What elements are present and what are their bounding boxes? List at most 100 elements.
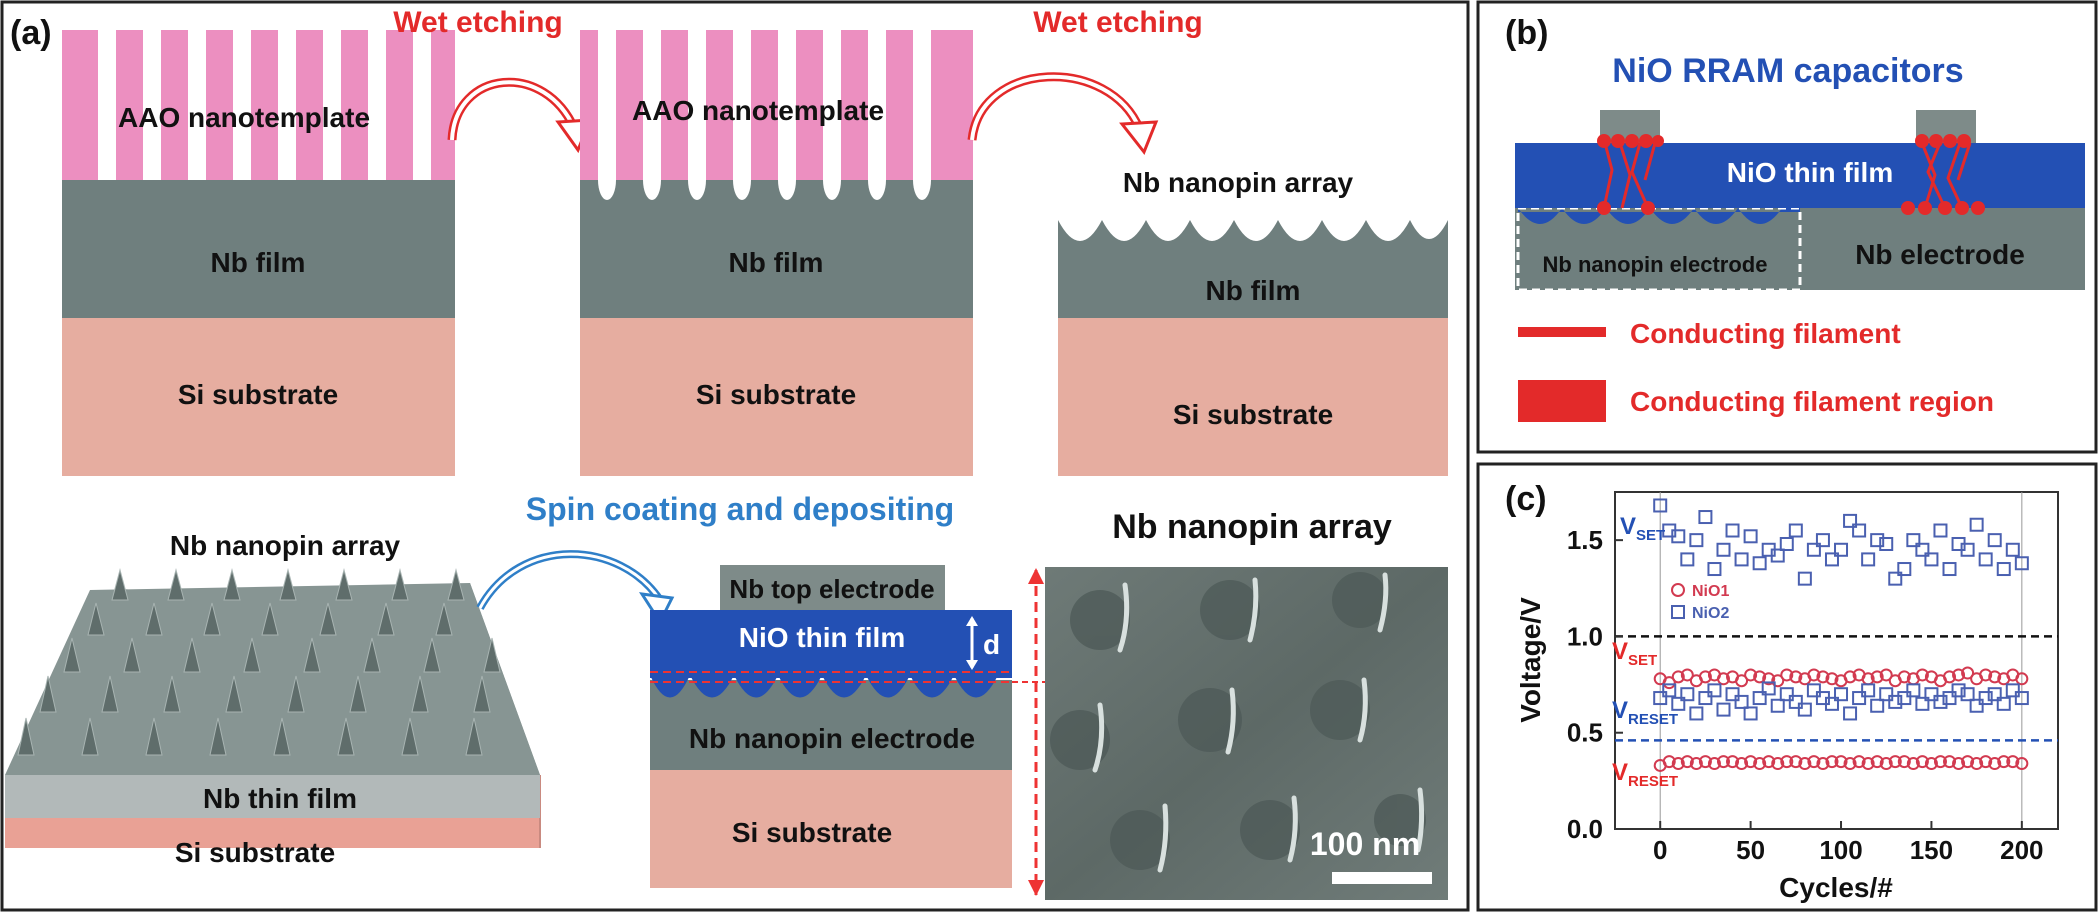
panel-b-tag: (b) — [1505, 14, 1548, 52]
data-point-nio2 — [1969, 698, 1984, 713]
data-point-nio1 — [1807, 755, 1821, 769]
data-point-nio2 — [1843, 513, 1858, 528]
step1-template-label: AAO nanotemplate — [118, 102, 370, 133]
data-point-nio2 — [1698, 691, 1713, 706]
etched-pores — [598, 30, 931, 200]
data-point-nio1 — [1897, 755, 1911, 769]
data-point-nio1 — [1735, 674, 1749, 688]
data-point-nio2 — [1689, 706, 1704, 721]
data-point-nio2 — [1888, 694, 1903, 709]
data-point-nio1 — [1943, 670, 1957, 684]
panel-c-tag: (c) — [1505, 480, 1547, 518]
data-point-nio1 — [1753, 670, 1767, 684]
data-point-nio2 — [1824, 552, 1839, 567]
data-point-nio2 — [1987, 533, 2002, 548]
data-point-nio2 — [1770, 698, 1785, 713]
y-tick-label: 0.0 — [1567, 814, 1603, 844]
data-point-nio2 — [1933, 523, 1948, 538]
legend-nio1-marker — [1671, 583, 1685, 597]
data-point-nio2 — [1797, 702, 1812, 717]
data-point-nio2 — [1906, 533, 1921, 548]
sem-title: Nb nanopin array — [1112, 508, 1392, 546]
data-point-nio2 — [1996, 696, 2011, 711]
y-ticks: 0.00.51.01.5 — [1567, 525, 1623, 844]
data-point-nio2 — [1707, 562, 1722, 577]
device-nio-label: NiO thin film — [739, 622, 905, 653]
panel-b-nio-label: NiO thin film — [1727, 157, 1893, 188]
data-point-nio2 — [1779, 687, 1794, 702]
data-point-nio1 — [1771, 674, 1785, 688]
data-point-nio1 — [1961, 666, 1975, 680]
data-point-nio2 — [1770, 548, 1785, 563]
step3-title: Nb nanopin array — [1123, 167, 1354, 198]
data-point-nio2 — [1698, 510, 1713, 525]
legend-nio1-text: NiO1 — [1692, 583, 1729, 600]
panel-b-legend: Conducting filament Conducting filament … — [1518, 318, 1994, 422]
data-point-nio1 — [1671, 757, 1685, 771]
step1-film-label: Nb film — [211, 247, 306, 278]
data-point-nio2 — [1924, 552, 1939, 567]
data-point-nio1 — [1879, 668, 1893, 682]
arrow-1: Wet etching — [393, 6, 593, 154]
device-top-electrode — [720, 565, 945, 610]
panel-c-frame — [1476, 462, 2098, 912]
data-point-nio2 — [1951, 683, 1966, 698]
data-point-nio1 — [1744, 668, 1758, 682]
data-point-nio2 — [1761, 681, 1776, 696]
data-point-nio2 — [1861, 552, 1876, 567]
data-point-nio1 — [1780, 755, 1794, 769]
data-point-nio2 — [1933, 694, 1948, 709]
data-point-nio1 — [1843, 670, 1857, 684]
x-tick-label: 150 — [1910, 835, 1953, 865]
data-point-nio2 — [1662, 683, 1677, 698]
data-point-nio2 — [1834, 542, 1849, 557]
data-points — [1653, 498, 2029, 772]
data-point-nio1 — [1789, 670, 1803, 684]
vset-blue-label: VSET — [1620, 513, 1665, 544]
sem-image: Nb nanopin array 100 nm — [1045, 508, 1448, 900]
x-tick-label: 200 — [2000, 835, 2043, 865]
step1-stack: AAO nanotemplate Nb film Si substrate — [62, 30, 455, 476]
data-point-nio1 — [1834, 755, 1848, 769]
data-point-nio1 — [1870, 755, 1884, 769]
data-point-nio1 — [1689, 757, 1703, 771]
data-point-nio2 — [1978, 691, 1993, 706]
data-point-nio1 — [1906, 757, 1920, 771]
data-point-nio1 — [1933, 755, 1947, 769]
data-point-nio1 — [1735, 757, 1749, 771]
data-point-nio1 — [1961, 755, 1975, 769]
data-point-nio1 — [1897, 670, 1911, 684]
si-substrate-layer — [62, 318, 455, 476]
data-point-nio2 — [1879, 536, 1894, 551]
vreset-red-label: VRESET — [1612, 759, 1678, 790]
panel-b-title: NiO RRAM capacitors — [1612, 52, 1963, 90]
iso-film-label: Nb thin film — [203, 783, 357, 814]
data-point-nio1 — [1879, 757, 1893, 771]
data-point-nio2 — [1716, 702, 1731, 717]
data-point-nio1 — [1924, 757, 1938, 771]
data-point-nio1 — [1707, 757, 1721, 771]
data-point-nio2 — [1653, 498, 1668, 513]
data-point-nio2 — [1996, 562, 2011, 577]
step3-film-label: Nb film — [1206, 275, 1301, 306]
data-point-nio2 — [1897, 562, 1912, 577]
data-point-nio1 — [1952, 757, 1966, 771]
rram-diagram: NiO thin film Nb nanopin electrode Nb el… — [1515, 110, 2085, 292]
data-point-nio2 — [1725, 687, 1740, 702]
data-point-nio2 — [1743, 529, 1758, 544]
data-point-nio2 — [1843, 706, 1858, 721]
spin-coating-label: Spin coating and depositing — [526, 491, 954, 527]
data-point-nio2 — [2014, 556, 2029, 571]
data-point-nio1 — [1943, 755, 1957, 769]
data-point-nio1 — [1816, 757, 1830, 771]
data-point-nio2 — [1915, 542, 1930, 557]
data-point-nio1 — [1825, 672, 1839, 686]
data-point-nio1 — [1780, 668, 1794, 682]
data-point-nio2 — [1870, 698, 1885, 713]
data-point-nio1 — [1807, 668, 1821, 682]
data-point-nio2 — [1725, 523, 1740, 538]
data-point-nio2 — [1969, 517, 1984, 532]
data-point-nio2 — [1806, 542, 1821, 557]
data-point-nio2 — [1788, 523, 1803, 538]
